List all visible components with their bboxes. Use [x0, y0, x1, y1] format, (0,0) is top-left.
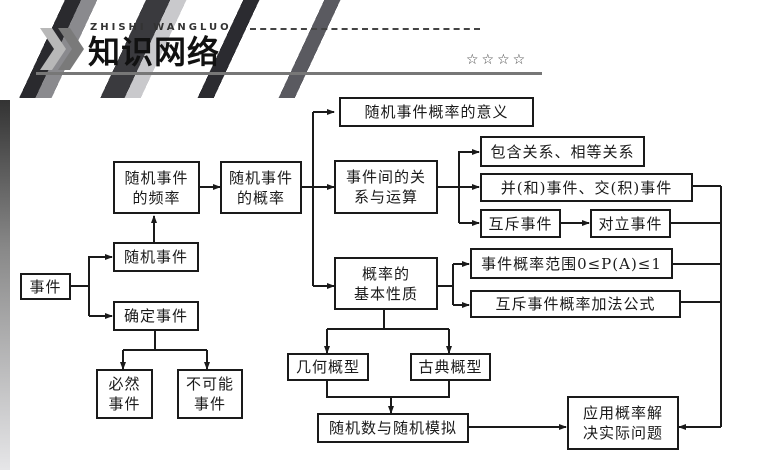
header-pinyin: ZHISHI WANGLUO [90, 22, 232, 33]
page-title: 知识网络 [88, 33, 221, 71]
node-probability-meaning: 随机事件概率的意义 [339, 97, 534, 127]
decorative-strip [0, 100, 10, 470]
node-application: 应用概率解 决实际问题 [567, 396, 679, 450]
node-inclusion-equality: 包含关系、相等关系 [480, 136, 645, 167]
double-chevron-icon [40, 28, 84, 70]
node-random-event-frequency: 随机事件 的频率 [113, 161, 200, 214]
header-background [0, 0, 764, 100]
node-basic-properties: 概率的 基本性质 [334, 257, 438, 310]
node-mutually-exclusive: 互斥事件 [480, 209, 561, 238]
node-random-simulation: 随机数与随机模拟 [317, 413, 469, 443]
dashed-divider [250, 28, 480, 30]
node-impossible-event: 不可能 事件 [177, 369, 243, 419]
node-certain-event: 确定事件 [113, 301, 199, 331]
node-union-intersection: 并(和)事件、交(积)事件 [480, 173, 693, 202]
node-addition-formula: 互斥事件概率加法公式 [470, 290, 681, 318]
node-geometric-model: 几何概型 [287, 353, 369, 381]
node-complementary: 对立事件 [590, 209, 671, 238]
node-random-event-probability: 随机事件 的概率 [220, 161, 302, 214]
header-underline [36, 72, 542, 75]
node-probability-range: 事件概率范围0≤P(A)≤1 [470, 248, 673, 279]
rating-stars: ☆☆☆☆ [466, 52, 529, 68]
node-event: 事件 [20, 273, 71, 300]
node-random-event: 随机事件 [113, 242, 199, 272]
node-event-relations: 事件间的关 系与运算 [334, 160, 438, 214]
node-classical-model: 古典概型 [410, 353, 491, 381]
node-inevitable-event: 必然 事件 [96, 369, 153, 419]
